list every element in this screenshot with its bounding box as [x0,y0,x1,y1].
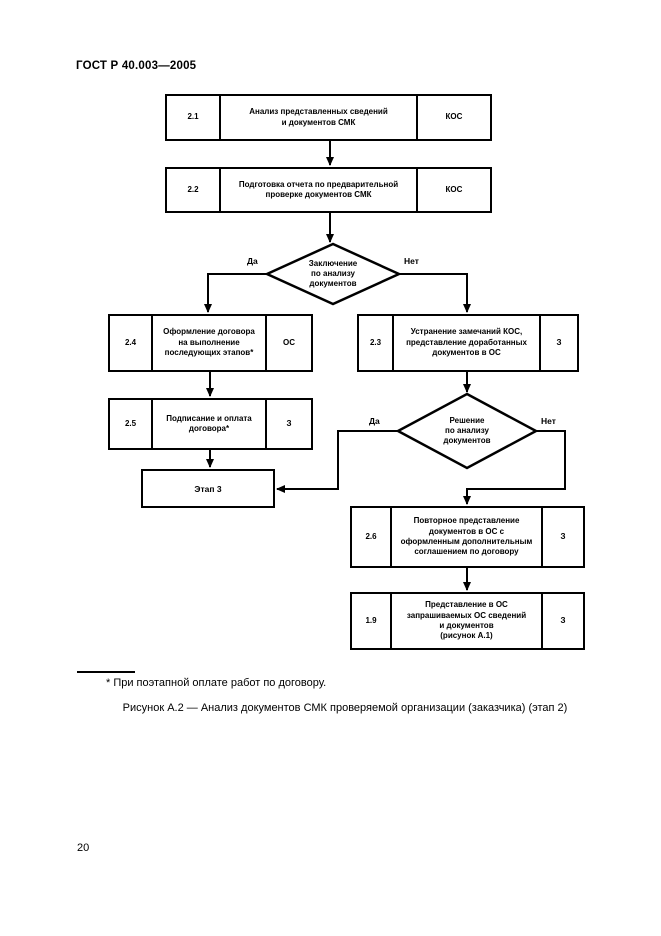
decision-1-no-label: Нет [404,256,419,266]
step-text: Устранение замечаний КОС, представление … [392,316,539,370]
decision-2-no-label: Нет [541,416,556,426]
step-text: Оформление договора на выполнение послед… [151,316,265,370]
step-number: 2.1 [187,112,199,122]
connector-decision-2-yes-to-stage-3 [276,430,400,493]
step-role: З [265,400,311,448]
step-role: ОС [265,316,311,370]
step-role: З [541,594,583,648]
connector-decision-2-no-to-2-6 [463,430,566,505]
decision-2-yes-label: Да [369,416,380,426]
footnote-text: * При поэтапной оплате работ по договору… [106,677,327,689]
step-role: З [539,316,577,370]
page-number: 20 [77,842,90,854]
decision-1-diamond [263,242,403,306]
stage-3-box: Этап 3 [141,469,275,508]
document-header: ГОСТ Р 40.003—2005 [76,60,197,72]
flow-step-2-2: 2.2 Подготовка отчета по предварительной… [165,167,492,213]
step-number: 2.2 [187,184,199,194]
flow-step-2-5: 2.5 Подписание и оплата договора* З [108,398,313,450]
connector-decision-1-yes-to-2-4 [204,273,269,313]
connector-decision-1-no-to-2-3 [397,273,471,313]
flow-step-2-1: 2.1 Анализ представленных сведений и док… [165,94,492,141]
step-role: КОС [416,169,490,211]
step-text: Анализ представленных сведений и докумен… [219,96,416,139]
step-number: 2.6 [365,531,377,541]
flow-step-2-4: 2.4 Оформление договора на выполнение по… [108,314,313,372]
step-number: 2.5 [124,418,137,428]
step-role: КОС [416,96,490,139]
step-number: 2.4 [124,337,137,347]
decision-1-text: Заключение по анализу документов [308,259,358,288]
flow-step-2-3: 2.3 Устранение замечаний КОС, представле… [357,314,579,372]
step-text: Повторное представление документов в ОС … [390,508,541,566]
decision-2-text: Решение по анализу документов [443,416,491,445]
figure-caption: Рисунок А.2 — Анализ документов СМК пров… [122,702,568,714]
decision-1-yes-label: Да [247,256,258,266]
footnote-rule [77,671,135,673]
flow-step-2-6: 2.6 Повторное представление документов в… [350,506,585,568]
step-text: Подготовка отчета по предварительной про… [219,169,416,211]
flow-step-1-9: 1.9 Представление в ОС запрашиваемых ОС … [350,592,585,650]
step-role: З [541,508,583,566]
step-text: Подписание и оплата договора* [151,400,265,448]
step-number: 2.3 [369,337,382,347]
step-number: 1.9 [365,615,377,625]
step-text: Представление в ОС запрашиваемых ОС свед… [390,594,541,648]
decision-2-diamond [395,392,539,470]
